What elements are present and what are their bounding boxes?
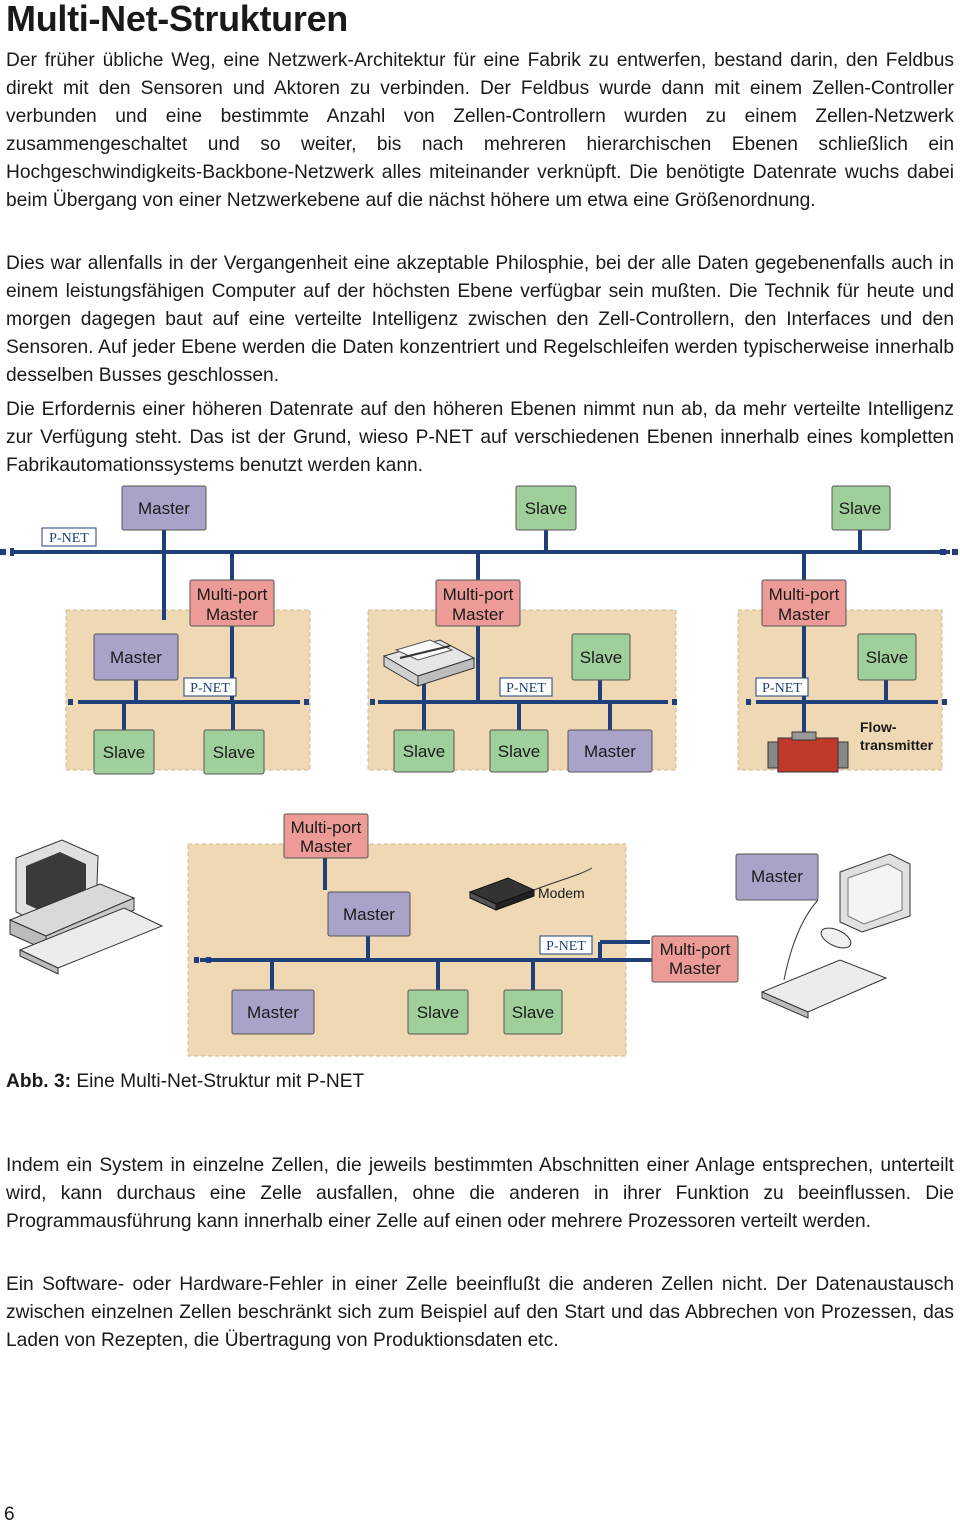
box-slave-left-1: Slave bbox=[93, 729, 155, 775]
modem-label: Modem bbox=[538, 885, 585, 901]
page-number: 6 bbox=[4, 1504, 15, 1525]
svg-text:Slave: Slave bbox=[403, 742, 446, 761]
svg-text:Master: Master bbox=[206, 605, 258, 624]
box-master-center: Master bbox=[327, 891, 411, 937]
box-slave-right-cell: Slave bbox=[857, 633, 917, 681]
printer-icon bbox=[382, 639, 476, 687]
paragraph-intro: Der früher übliche Weg, eine Netzwerk-Ar… bbox=[6, 50, 954, 211]
svg-text:Master: Master bbox=[343, 905, 395, 924]
box-slave-top-2: Slave bbox=[831, 485, 891, 531]
box-master-middle-bottom: Master bbox=[567, 729, 653, 773]
svg-text:Slave: Slave bbox=[580, 648, 623, 667]
box-slave-top-1: Slave bbox=[515, 485, 577, 531]
box-slave-bottom-2: Slave bbox=[503, 989, 563, 1035]
page-title: Multi-Net-Strukturen bbox=[6, 0, 348, 39]
svg-text:Master: Master bbox=[138, 499, 190, 518]
svg-text:Master: Master bbox=[110, 648, 162, 667]
paragraph-datarate: Die Erfordernis einer höheren Datenrate … bbox=[6, 399, 954, 476]
box-slave-middle-cell: Slave bbox=[571, 633, 631, 681]
svg-text:Slave: Slave bbox=[512, 1003, 555, 1022]
figure-caption: Abb. 3: Eine Multi-Net-Struktur mit P-NE… bbox=[6, 1068, 364, 1096]
box-master-left-cell: Master bbox=[93, 633, 179, 681]
box-master-top: Master bbox=[121, 485, 207, 531]
box-slave-middle-1: Slave bbox=[393, 729, 455, 773]
svg-text:Multi-port: Multi-port bbox=[291, 818, 362, 837]
svg-text:Multi-port: Multi-port bbox=[197, 585, 268, 604]
bus-lines bbox=[10, 530, 950, 990]
svg-text:P-NET: P-NET bbox=[546, 939, 586, 954]
flow-transmitter-label-2: transmitter bbox=[860, 737, 934, 753]
svg-text:Slave: Slave bbox=[525, 499, 568, 518]
svg-text:Slave: Slave bbox=[839, 499, 882, 518]
multi-net-diagram: P-NET P-NET P-NET P-NET P-NET Master Sla… bbox=[0, 485, 958, 1057]
svg-text:P-NET: P-NET bbox=[762, 681, 802, 696]
computer-icon-left bbox=[8, 839, 164, 975]
svg-text:Master: Master bbox=[584, 742, 636, 761]
svg-text:Master: Master bbox=[778, 605, 830, 624]
flow-transmitter-label: Flow- bbox=[860, 719, 897, 735]
svg-text:Master: Master bbox=[751, 867, 803, 886]
svg-text:P-NET: P-NET bbox=[190, 681, 230, 696]
paragraph-philosophy: Dies war allenfalls in der Vergangenheit… bbox=[6, 253, 954, 386]
paragraph-cells: Indem ein System in einzelne Zellen, die… bbox=[6, 1155, 954, 1232]
computer-icon-right bbox=[760, 853, 911, 1019]
svg-text:Master: Master bbox=[300, 837, 352, 856]
box-slave-left-2: Slave bbox=[203, 729, 265, 775]
flow-transmitter-icon bbox=[767, 730, 849, 773]
svg-text:Master: Master bbox=[247, 1003, 299, 1022]
modem-icon bbox=[468, 867, 593, 911]
svg-text:Slave: Slave bbox=[866, 648, 909, 667]
pnet-labels: P-NET P-NET P-NET P-NET P-NET bbox=[41, 527, 809, 955]
svg-text:Slave: Slave bbox=[417, 1003, 460, 1022]
paragraph-errors: Ein Software- oder Hardware-Fehler in ei… bbox=[6, 1274, 954, 1351]
svg-text:Multi-port: Multi-port bbox=[660, 940, 731, 959]
svg-text:Slave: Slave bbox=[213, 743, 256, 762]
svg-text:Multi-port: Multi-port bbox=[769, 585, 840, 604]
bus-dots bbox=[0, 549, 958, 963]
svg-text:Master: Master bbox=[452, 605, 504, 624]
box-slave-bottom-1: Slave bbox=[407, 989, 469, 1035]
svg-text:Slave: Slave bbox=[103, 743, 146, 762]
figure-caption-text: Eine Multi-Net-Struktur mit P-NET bbox=[71, 1071, 365, 1092]
svg-text:P-NET: P-NET bbox=[506, 681, 546, 696]
box-master-bottom: Master bbox=[231, 989, 315, 1035]
box-master-right-pc: Master bbox=[735, 853, 819, 901]
figure-caption-prefix: Abb. 3: bbox=[6, 1071, 72, 1092]
box-slave-middle-2: Slave bbox=[489, 729, 549, 773]
svg-text:Slave: Slave bbox=[498, 742, 541, 761]
svg-text:Master: Master bbox=[669, 959, 721, 978]
svg-text:Multi-port: Multi-port bbox=[443, 585, 514, 604]
svg-text:P-NET: P-NET bbox=[49, 531, 89, 546]
